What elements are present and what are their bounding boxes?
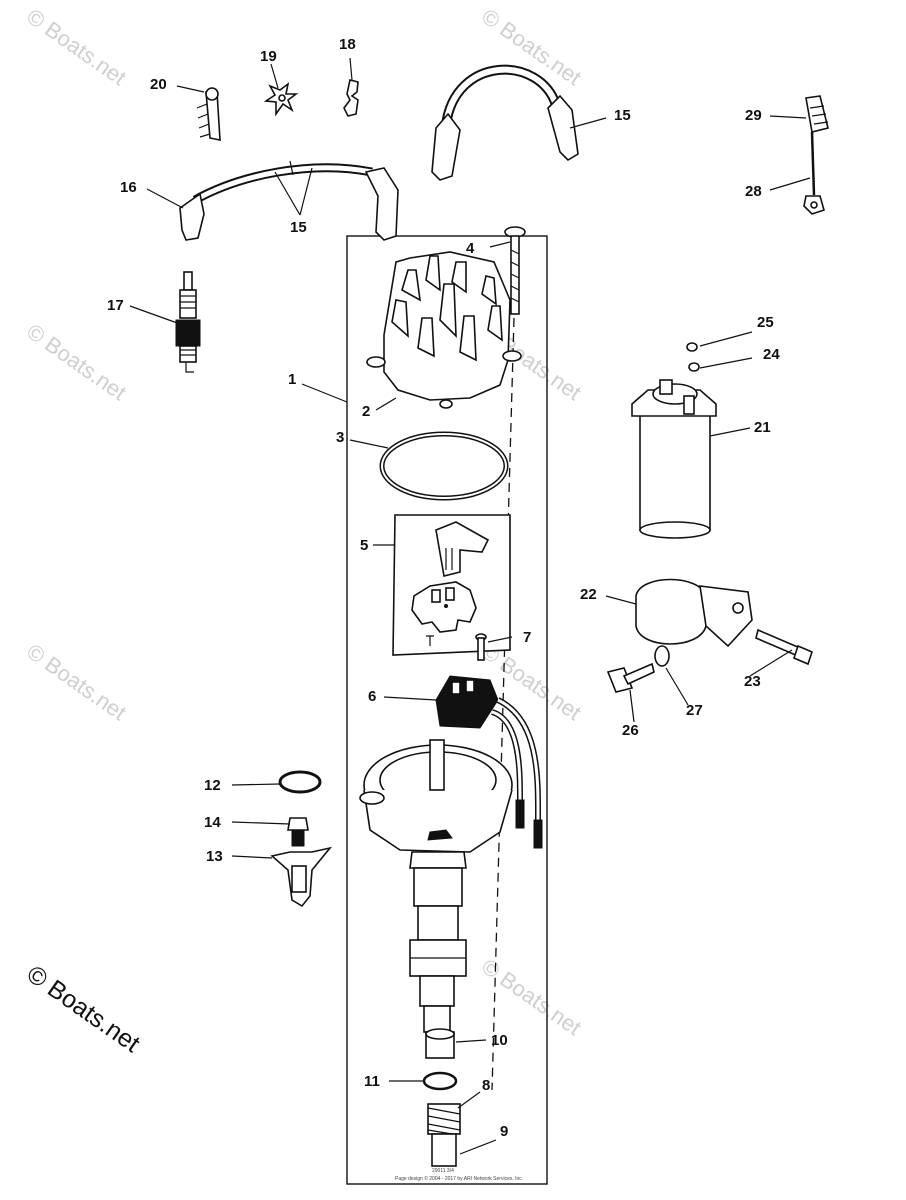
callout-15-top: 15 — [614, 107, 631, 124]
coil-nut — [688, 362, 700, 372]
ignition-module — [435, 675, 543, 849]
callout-12: 12 — [204, 777, 221, 794]
coil-bracket — [635, 578, 753, 648]
rotor-kit — [392, 514, 511, 656]
wire-clip-small — [343, 79, 359, 117]
callout-15-bottom: 15 — [290, 219, 307, 236]
copyright-text: © Boats.net — [22, 960, 145, 1058]
callout-24: 24 — [763, 346, 780, 363]
footer-code: 29011 3/4 — [432, 1168, 454, 1174]
pickup-screw — [475, 633, 487, 661]
spark-plug-wire-long — [179, 160, 399, 241]
callout-4: 4 — [466, 240, 475, 257]
hold-down-clamp — [270, 846, 333, 908]
ignition-coil — [631, 379, 717, 539]
callout-13: 13 — [206, 848, 223, 865]
shaft-bushing — [425, 1028, 455, 1059]
callout-21: 21 — [754, 419, 771, 436]
callout-2: 2 — [362, 403, 370, 420]
wire-separator-clip — [196, 87, 221, 141]
thrust-washer — [422, 1071, 458, 1091]
footer-text: Page design © 2004 - 2017 by ARI Network… — [395, 1175, 523, 1182]
spark-plug — [175, 271, 201, 373]
clamp-washer — [278, 770, 322, 794]
callout-6: 6 — [368, 688, 376, 705]
callout-17: 17 — [107, 297, 124, 314]
callout-16: 16 — [120, 179, 137, 196]
leader-lines — [129, 57, 811, 1155]
clamp-bolt — [287, 817, 309, 847]
callout-10: 10 — [491, 1032, 508, 1049]
callout-3: 3 — [336, 429, 344, 446]
cap-screw — [504, 226, 526, 315]
bracket-bolt-long — [755, 628, 813, 666]
callout-20: 20 — [150, 76, 167, 93]
callout-28: 28 — [745, 183, 762, 200]
drive-gear — [427, 1103, 461, 1167]
alignment-dashed-line — [491, 317, 515, 1091]
watermark-3: © Boats.net — [22, 319, 131, 406]
callout-19: 19 — [260, 48, 277, 65]
bracket-bolt-short — [606, 662, 655, 693]
callout-23: 23 — [744, 673, 761, 690]
callout-18: 18 — [339, 36, 356, 53]
callout-8: 8 — [482, 1077, 490, 1094]
callout-22: 22 — [580, 586, 597, 603]
callout-26: 26 — [622, 722, 639, 739]
distributor-cap — [366, 251, 522, 409]
callout-14: 14 — [204, 814, 221, 831]
callout-labels: 20 19 18 15 16 15 17 29 28 4 1 2 3 5 7 6… — [107, 36, 780, 1140]
wire-retainer-star — [263, 82, 299, 117]
coil-washer — [686, 342, 698, 352]
ground-strap — [803, 95, 829, 215]
assembly-frame — [346, 235, 548, 1185]
callout-5: 5 — [360, 537, 368, 554]
callout-7: 7 — [523, 629, 531, 646]
callout-25: 25 — [757, 314, 774, 331]
watermark-1: © Boats.net — [22, 4, 131, 91]
callout-27: 27 — [686, 702, 703, 719]
bracket-washer — [654, 645, 670, 667]
callout-1: 1 — [288, 371, 296, 388]
callout-11: 11 — [364, 1073, 380, 1090]
watermark-5: © Boats.net — [22, 639, 131, 726]
cap-gasket — [379, 431, 509, 501]
callout-9: 9 — [500, 1123, 508, 1140]
distributor-housing — [359, 739, 513, 1033]
callout-29: 29 — [745, 107, 762, 124]
spark-plug-wire-arched — [431, 64, 579, 181]
